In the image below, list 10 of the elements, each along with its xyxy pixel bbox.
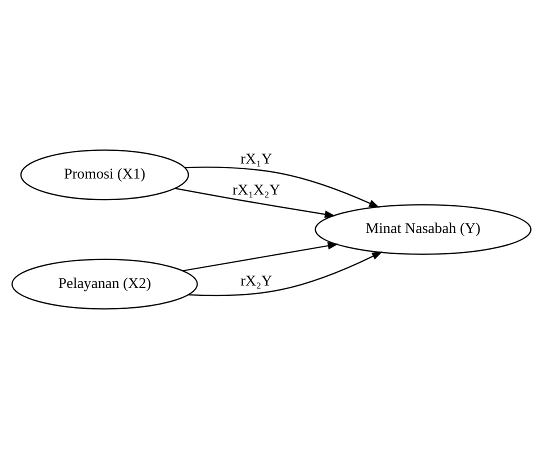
arrow [184, 166, 380, 208]
node-ellipse: Pelayanan (X2) [11, 258, 198, 310]
node-ellipse: Promosi (X1) [20, 150, 190, 200]
edge-label: rX₁X₂Y [232, 182, 280, 198]
arrow [174, 188, 336, 218]
arrow [188, 251, 383, 296]
edge-label: rX₂Y [240, 273, 272, 290]
arrow [182, 242, 339, 272]
node-ellipse: Minat Nasabah (Y) [314, 204, 532, 255]
edge-label: rX₁Y [240, 152, 272, 168]
